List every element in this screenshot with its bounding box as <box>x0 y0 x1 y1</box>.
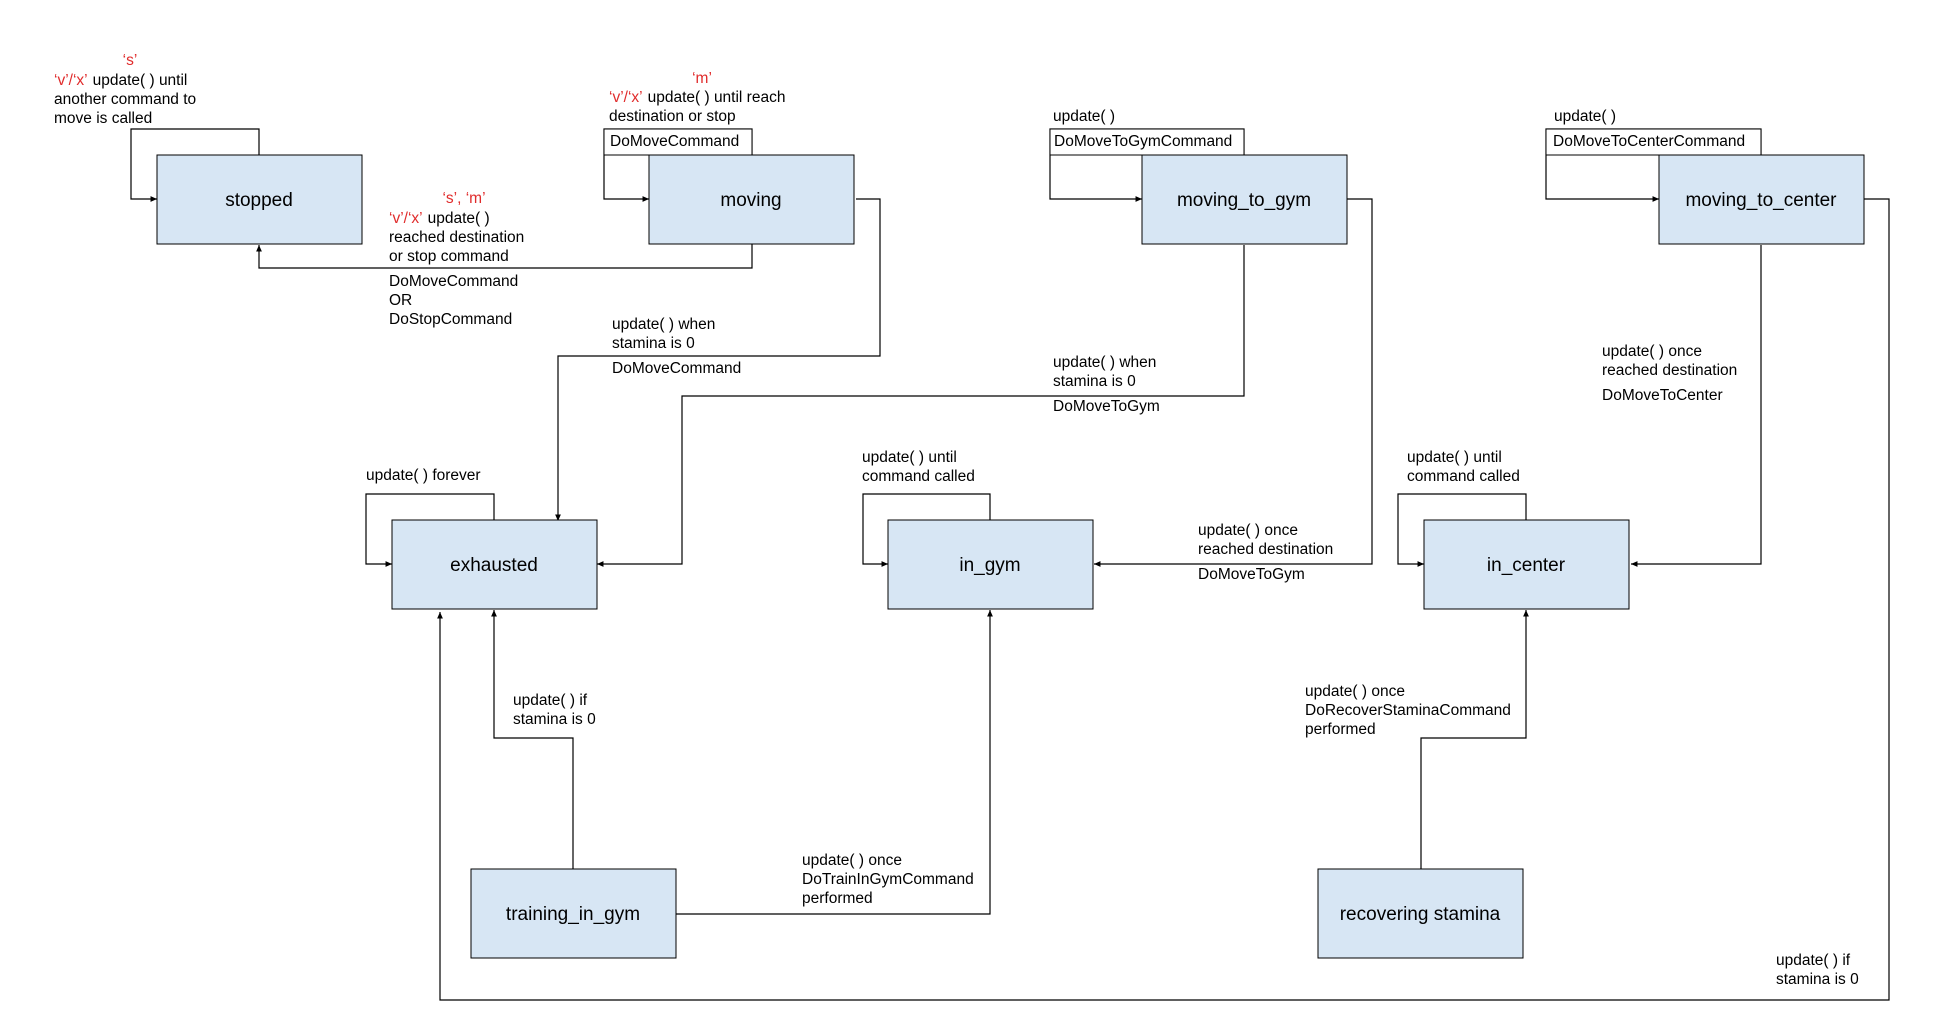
state-stopped-label: stopped <box>225 190 293 211</box>
gym-to-exhausted-line1: update( ) when <box>1053 354 1156 371</box>
state-recovering-stamina-label: recovering stamina <box>1340 904 1501 925</box>
moving-to-stopped-cmd2: OR <box>389 292 412 309</box>
stopped-self-line1: ‘v’/‘x’update( ) until <box>54 72 187 89</box>
state-recovering-stamina <box>1317 868 1524 959</box>
edge-moving-to-gym-to-in-gym <box>1094 198 1373 567</box>
state-moving-to-center <box>1658 154 1865 245</box>
stopped-self-line2: another command to <box>54 91 196 108</box>
stopped-self-line3: move is called <box>54 110 152 127</box>
state-moving <box>648 154 855 245</box>
center-to-in-center-line2: reached destination <box>1602 362 1737 379</box>
moving-self-line2: destination or stop <box>609 108 736 125</box>
edge-exhausted-self <box>365 493 495 567</box>
gym-to-in-gym-line1: update( ) once <box>1198 522 1298 539</box>
state-in-center <box>1423 519 1630 610</box>
center-to-in-center-line1: update( ) once <box>1602 343 1702 360</box>
in-gym-self-line1: update( ) until <box>862 449 957 466</box>
moving-to-stopped-cmd1: DoMoveCommand <box>389 273 518 290</box>
state-moving-to-gym <box>1141 154 1348 245</box>
center-to-exhausted-line2: stamina is 0 <box>1776 971 1859 988</box>
recovering-to-in-center-line1: update( ) once <box>1305 683 1405 700</box>
moving-to-stopped-cmd3: DoStopCommand <box>389 311 512 328</box>
moving-to-exhausted-line2: stamina is 0 <box>612 335 695 352</box>
moving-to-stopped-line2: reached destination <box>389 229 524 246</box>
stopped-self-key: ‘s’ <box>123 52 138 69</box>
training-to-in-gym-line2: DoTrainInGymCommand <box>802 871 974 888</box>
in-center-self-line2: command called <box>1407 468 1520 485</box>
edge-recovering-to-in-center <box>1420 610 1529 869</box>
state-exhausted <box>391 519 598 610</box>
state-moving-to-center-label: moving_to_center <box>1685 190 1837 211</box>
gym-to-exhausted-line2: stamina is 0 <box>1053 373 1136 390</box>
gym-to-exhausted-command: DoMoveToGym <box>1053 398 1160 415</box>
state-moving-to-gym-label: moving_to_gym <box>1177 190 1311 211</box>
moving-self-command: DoMoveCommand <box>610 133 739 150</box>
center-to-in-center-command: DoMoveToCenter <box>1602 387 1723 404</box>
edge-moving-to-exhausted <box>555 198 881 521</box>
center-self-line1: update( ) <box>1554 108 1616 125</box>
state-in-gym-label: in_gym <box>959 555 1020 576</box>
state-stopped <box>156 154 363 245</box>
edge-in-gym-self <box>862 493 991 567</box>
moving-to-stopped-line1: ‘v’/‘x’update( ) <box>389 210 490 227</box>
training-to-in-gym-line3: performed <box>802 890 873 907</box>
state-in-center-label: in_center <box>1487 555 1566 576</box>
training-to-exhausted-line2: stamina is 0 <box>513 711 596 728</box>
moving-to-exhausted-line1: update( ) when <box>612 316 715 333</box>
center-command-box <box>1545 128 1762 156</box>
gym-to-in-gym-command: DoMoveToGym <box>1198 566 1305 583</box>
edge-stopped-self <box>130 128 260 202</box>
edge-training-to-exhausted <box>491 610 574 869</box>
recovering-to-in-center-line3: performed <box>1305 721 1376 738</box>
moving-to-exhausted-command: DoMoveCommand <box>612 360 741 377</box>
moving-command-box <box>603 128 753 156</box>
center-self-command: DoMoveToCenterCommand <box>1553 133 1745 150</box>
in-center-self-line1: update( ) until <box>1407 449 1502 466</box>
edge-in-center-self <box>1397 493 1527 567</box>
edge-moving-to-center-to-exhausted <box>437 198 1890 1001</box>
edge-moving-to-stopped <box>256 244 753 269</box>
state-training-in-gym <box>470 868 677 959</box>
gym-to-in-gym-line2: reached destination <box>1198 541 1333 558</box>
gym-self-command: DoMoveToGymCommand <box>1054 133 1232 150</box>
moving-self-line1: ‘v’/‘x’update( ) until reach <box>609 89 785 106</box>
recovering-to-in-center-line2: DoRecoverStaminaCommand <box>1305 702 1511 719</box>
moving-to-stopped-line3: or stop command <box>389 248 509 265</box>
gym-self-line1: update( ) <box>1053 108 1115 125</box>
in-gym-self-line2: command called <box>862 468 975 485</box>
state-training-in-gym-label: training_in_gym <box>506 904 640 925</box>
moving-to-stopped-key: ‘s’, ‘m’ <box>442 190 485 207</box>
moving-self-key: ‘m’ <box>692 70 712 87</box>
exhausted-self-line1: update( ) forever <box>366 467 481 484</box>
edge-training-to-in-gym <box>676 610 993 915</box>
center-to-exhausted-line1: update( ) if <box>1776 952 1851 969</box>
training-to-in-gym-line1: update( ) once <box>802 852 902 869</box>
edge-moving-to-center-to-in-center <box>1631 245 1762 567</box>
training-to-exhausted-line1: update( ) if <box>513 692 588 709</box>
state-exhausted-label: exhausted <box>450 555 538 576</box>
edge-moving-to-gym-to-exhausted <box>597 245 1245 567</box>
state-in-gym <box>887 519 1094 610</box>
state-moving-label: moving <box>720 190 781 211</box>
